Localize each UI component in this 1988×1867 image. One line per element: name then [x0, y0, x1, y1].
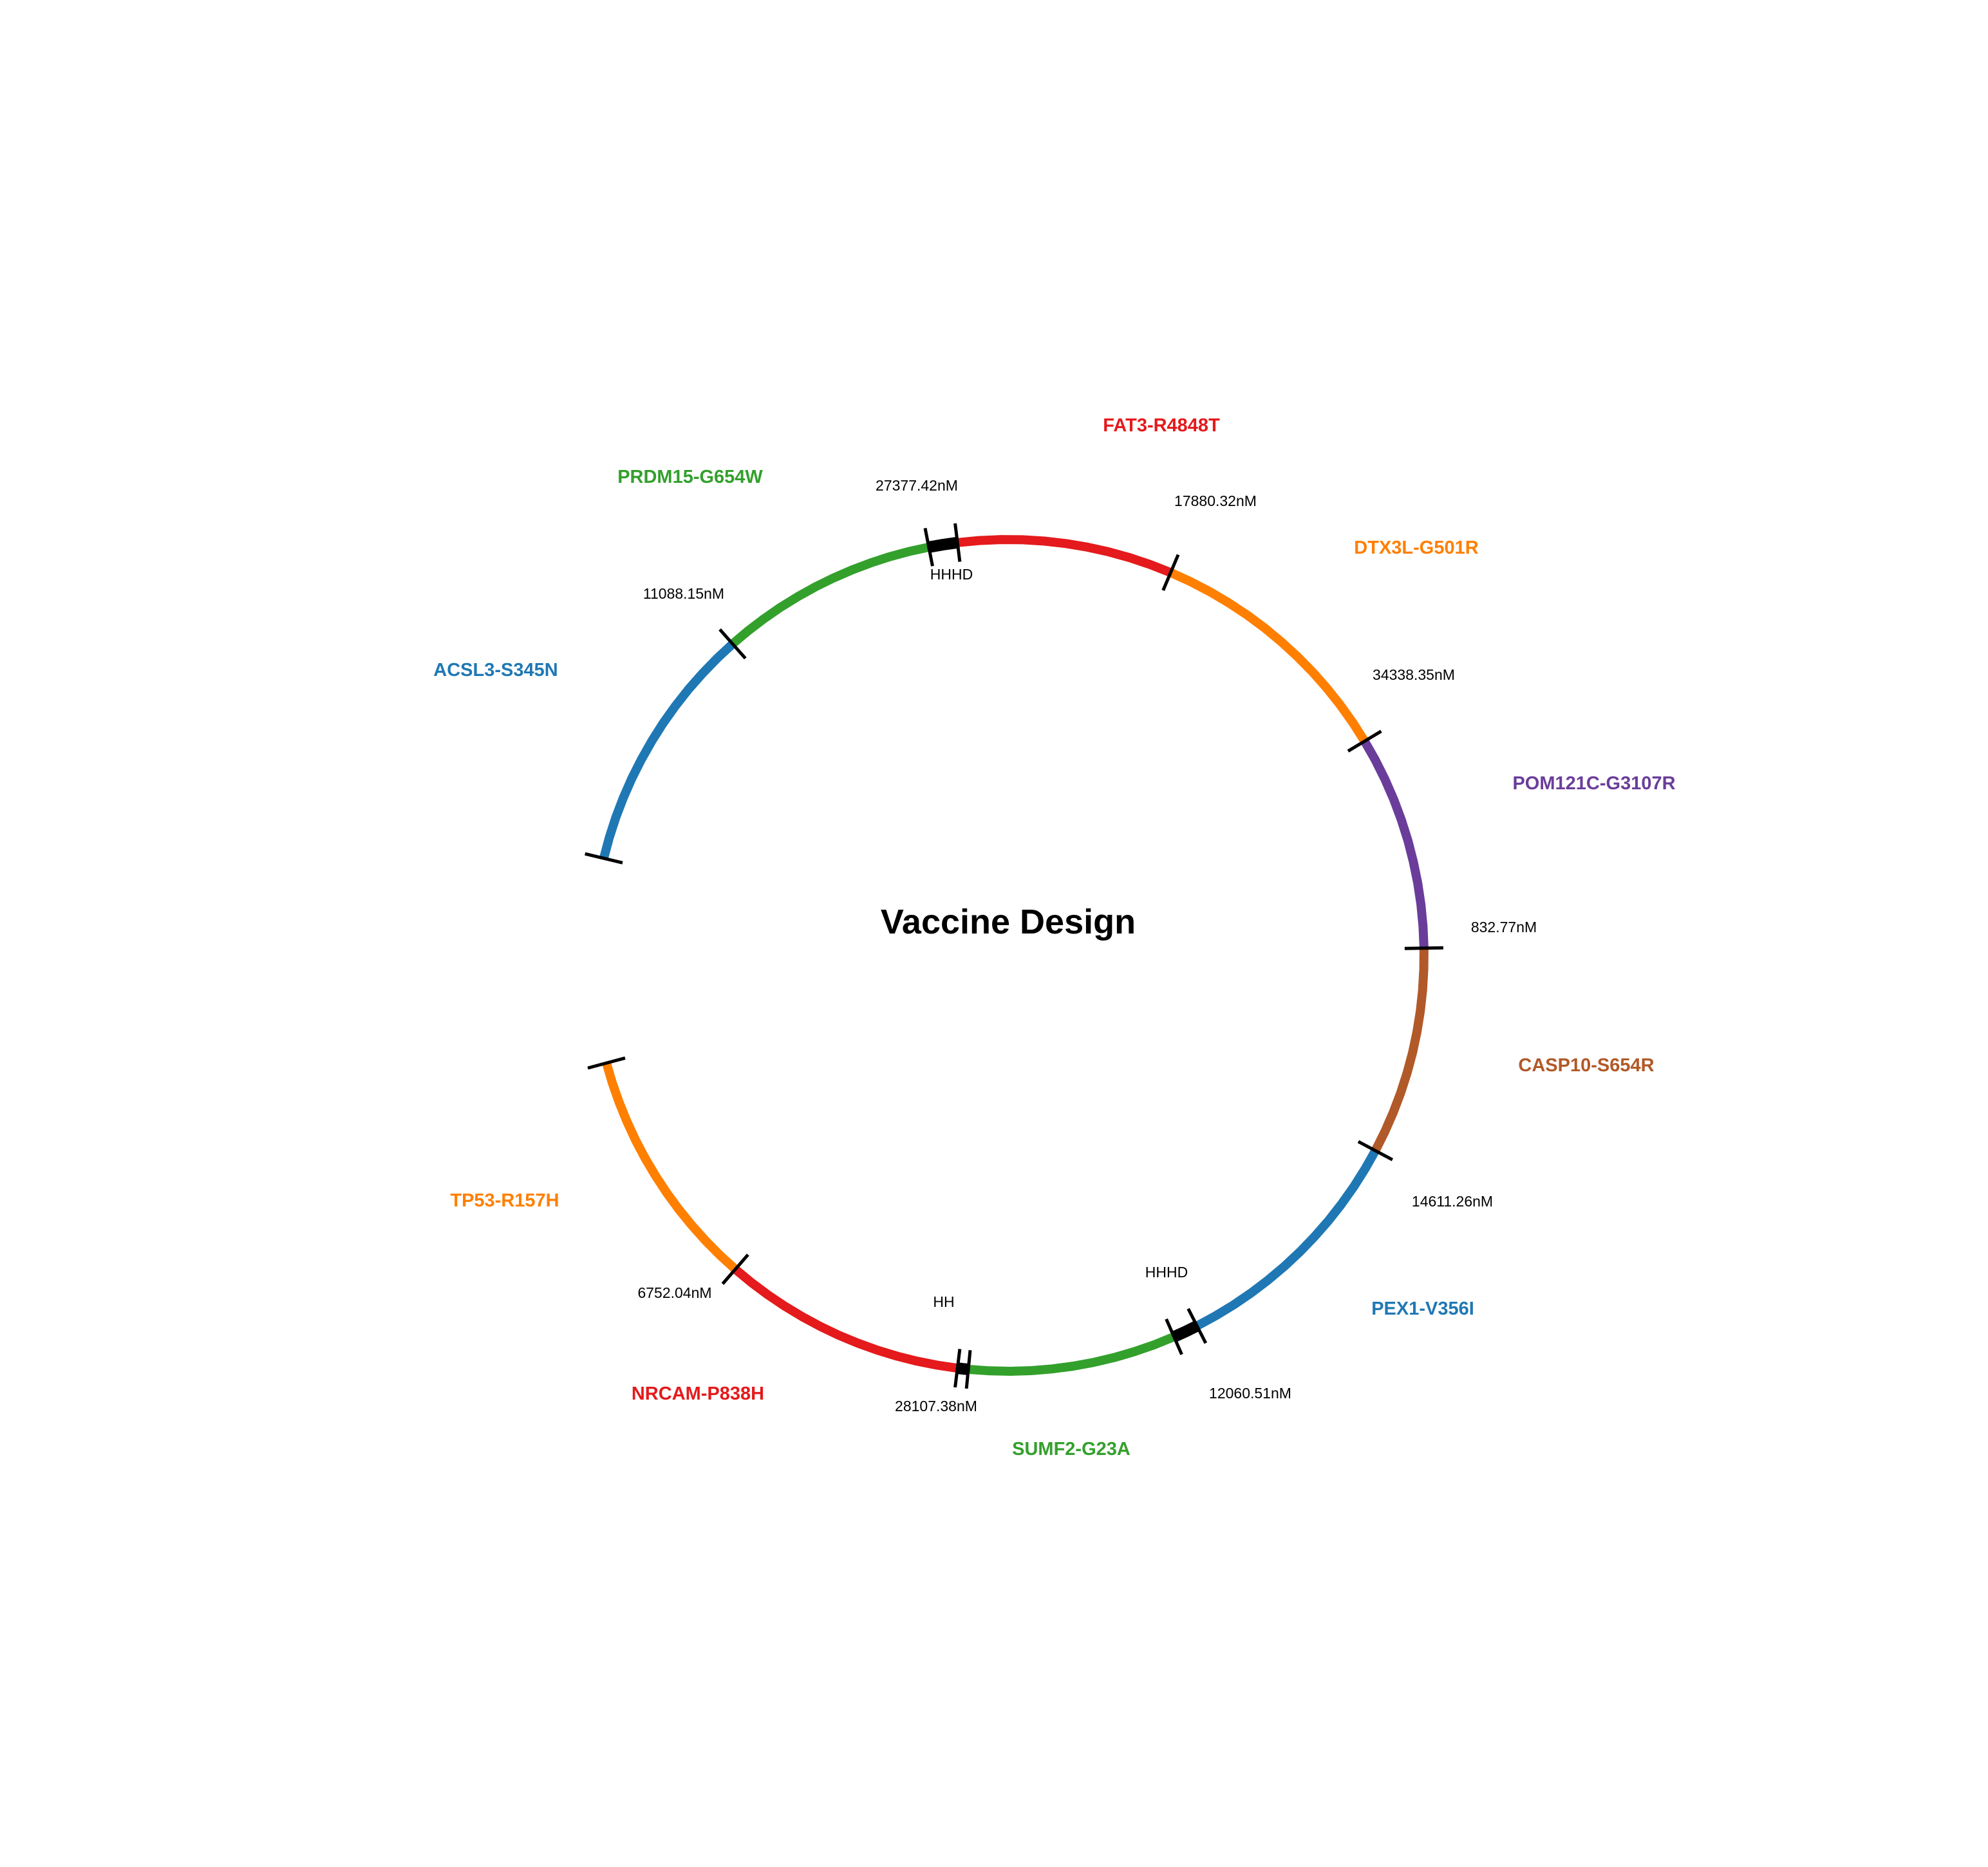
junction-tick-8: [964, 1349, 972, 1389]
arc-pom121c: [1360, 738, 1429, 949]
segment-label-sumf2: SUMF2-G23A: [1012, 1439, 1130, 1459]
construct-ring: [599, 535, 1429, 1376]
junction-tick-3: [1347, 729, 1382, 753]
arc-acsl3: [599, 641, 736, 860]
junction-tick-11: [587, 1056, 626, 1070]
segment-label-prdm15: PRDM15-G654W: [617, 467, 763, 487]
value-label-dtx3l: 34338.35nM: [1373, 666, 1455, 683]
segment-label-casp10: CASP10-S654R: [1518, 1055, 1654, 1076]
junction-ticks: [585, 523, 1443, 1389]
linker-label-bottom: HH: [933, 1293, 954, 1310]
value-label-linker-top: 27377.42nM: [876, 477, 958, 494]
arc-casp10: [1371, 948, 1429, 1153]
segment-label-pom121c: POM121C-G3107R: [1512, 773, 1675, 794]
arc-tp53: [602, 1062, 738, 1273]
junction-tick-13: [718, 628, 747, 660]
value-label-nrcam: 28107.38nM: [895, 1398, 977, 1414]
segment-label-nrcam: NRCAM-P838H: [632, 1384, 764, 1404]
arc-nrcam: [732, 1266, 959, 1373]
arc-dtx3l: [1168, 568, 1369, 744]
segment-label-dtx3l: DTX3L-G501R: [1354, 538, 1478, 558]
junction-tick-5: [1357, 1140, 1394, 1161]
junction-tick-0: [953, 523, 962, 562]
arc-linker-bottom-right: [1171, 1320, 1200, 1342]
segment-label-acsl3: ACSL3-S345N: [433, 660, 558, 680]
junction-tick-12: [585, 852, 623, 865]
junction-tick-2: [1161, 554, 1180, 591]
junction-tick-6: [1186, 1308, 1208, 1344]
segment-label-tp53: TP53-R157H: [450, 1190, 559, 1211]
junction-tick-9: [953, 1349, 962, 1388]
diagram-title: Vaccine Design: [881, 903, 1136, 941]
value-label-tp53: 6752.04nM: [637, 1284, 711, 1301]
value-label-pom121c: 832.77nM: [1471, 919, 1537, 935]
linker-label-bottom-right: HHHD: [1145, 1264, 1188, 1281]
arc-prdm15: [729, 543, 930, 648]
arc-pex1: [1194, 1148, 1380, 1330]
value-label-sumf2: 12060.51nM: [1209, 1385, 1291, 1402]
value-label-prdm15: 11088.15nM: [643, 585, 724, 602]
junction-tick-10: [721, 1253, 749, 1285]
junction-tick-1: [923, 527, 934, 567]
segment-label-pex1: PEX1-V356I: [1371, 1299, 1474, 1319]
arc-linker-top: [928, 536, 959, 553]
value-label-casp10: 14611.26nM: [1412, 1193, 1493, 1210]
segment-label-fat3: FAT3-R4848T: [1103, 415, 1220, 436]
arc-sumf2: [968, 1332, 1176, 1376]
arc-linker-bottom: [957, 1362, 969, 1375]
arc-fat3: [957, 535, 1172, 577]
junction-tick-7: [1165, 1318, 1183, 1355]
linker-label-top: HHHD: [930, 566, 973, 583]
value-label-fat3: 17880.32nM: [1174, 493, 1257, 509]
